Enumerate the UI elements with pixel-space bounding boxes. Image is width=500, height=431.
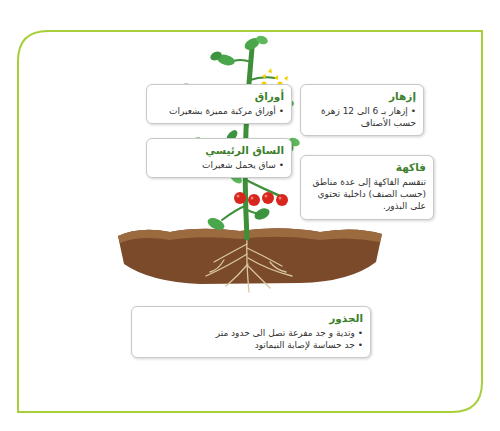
roots — [206, 236, 292, 292]
fruit-box: فاكهة تنقسم الفاكهة إلى عدة مناطق (حسب ال… — [300, 155, 434, 220]
stem-box: الساق الرئيسي • ساق يحمل شعيرات — [146, 138, 292, 178]
soil — [118, 228, 382, 284]
box-heading: الجذور — [139, 312, 363, 325]
box-body: • أوراق مركبة مميزة بشعيرات — [154, 105, 284, 117]
box-body: • إزهار بـ 6 الى 12 زهرة حسب الأصناف — [308, 105, 416, 129]
flowering-box: إزهار • إزهار بـ 6 الى 12 زهرة حسب الأصنا… — [300, 84, 424, 136]
leaves-box: أوراق • أوراق مركبة مميزة بشعيرات — [146, 84, 292, 124]
box-body: • ساق يحمل شعيرات — [154, 159, 284, 171]
roots-box: الجذور • وتدية و جد مفرعة تصل الى حدود مت… — [131, 306, 371, 358]
soil-top — [118, 228, 382, 243]
leaves — [181, 34, 301, 232]
box-heading: الساق الرئيسي — [154, 144, 284, 157]
box-heading: فاكهة — [308, 161, 426, 174]
box-body: • جد حساسة لإصابة النيماتود — [139, 339, 363, 351]
box-heading: أوراق — [154, 90, 284, 103]
box-body: تنقسم الفاكهة إلى عدة مناطق (حسب الصنف) … — [308, 176, 426, 212]
box-heading: إزهار — [308, 90, 416, 103]
frame — [18, 31, 482, 412]
box-body: • وتدية و جد مفرعة تصل الى حدود متر — [139, 327, 363, 339]
